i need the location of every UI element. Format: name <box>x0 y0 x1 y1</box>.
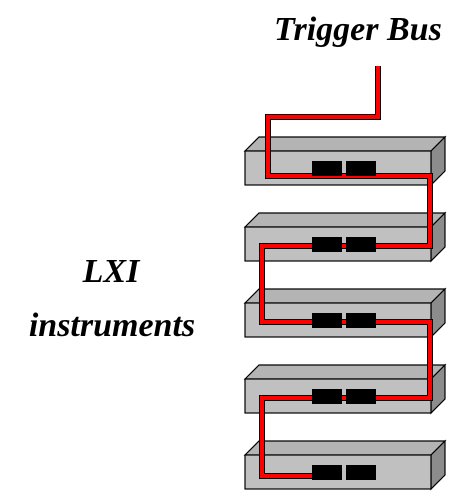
trigger-connector-out <box>346 313 376 328</box>
lxi-instrument <box>243 211 447 263</box>
trigger-connector-pair <box>312 161 376 176</box>
trigger-cable <box>260 66 432 478</box>
instrument-top-face <box>243 288 447 304</box>
instrument-top-face <box>243 136 447 152</box>
instrument-stack <box>243 135 447 491</box>
trigger-connector-pair <box>312 237 376 252</box>
lxi-instrument <box>243 439 447 491</box>
instrument-top-face <box>243 440 447 456</box>
trigger-bus-title: Trigger Bus <box>274 11 442 48</box>
trigger-connector-in <box>312 465 342 480</box>
instrument-top-face <box>243 364 447 380</box>
trigger-connector-pair <box>312 465 376 480</box>
trigger-connector-out <box>346 237 376 252</box>
trigger-connector-pair <box>312 389 376 404</box>
lxi-label: LXI <box>82 253 140 290</box>
trigger-connector-out <box>346 465 376 480</box>
lxi-instrument <box>243 135 447 187</box>
instruments-label: instruments <box>28 307 196 344</box>
connector-group <box>312 161 376 480</box>
lxi-instrument <box>243 287 447 339</box>
instrument-top-face <box>243 212 447 228</box>
trigger-connector-in <box>312 313 342 328</box>
trigger-connector-out <box>346 161 376 176</box>
trigger-connector-pair <box>312 313 376 328</box>
trigger-connector-in <box>312 389 342 404</box>
trigger-connector-out <box>346 389 376 404</box>
trigger-cable-outline <box>259 66 433 479</box>
trigger-connector-in <box>312 161 342 176</box>
trigger-bus-cable <box>259 66 433 479</box>
trigger-connector-in <box>312 237 342 252</box>
lxi-instrument <box>243 363 447 415</box>
